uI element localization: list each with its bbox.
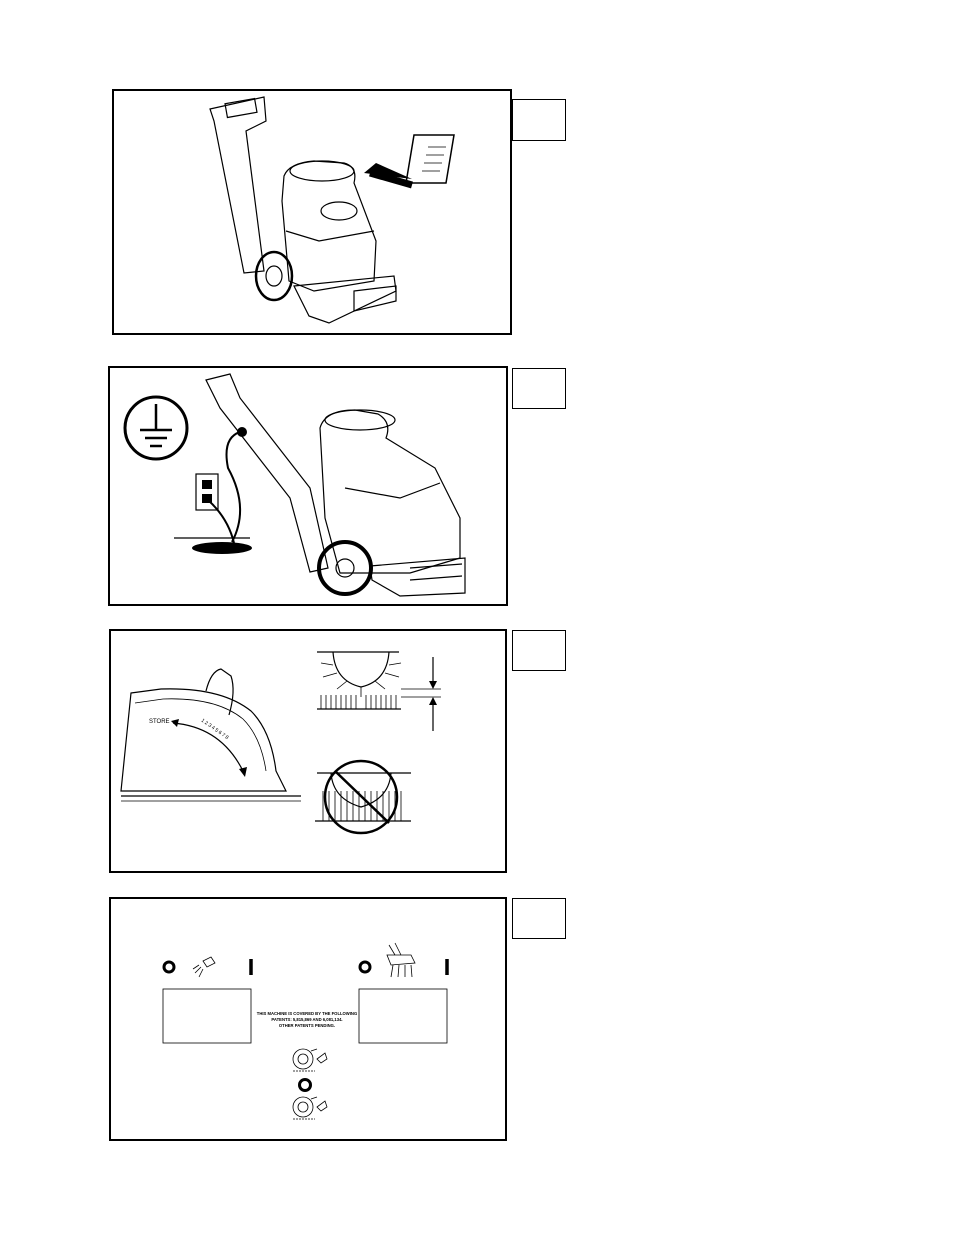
figure-1-panel	[112, 89, 512, 335]
dial-icon-lower	[292, 1096, 328, 1120]
figure-4-number-box	[512, 898, 566, 939]
control-panel-illustration: THIS MACHINE IS COVERED BY THE FOLLOWING…	[162, 942, 449, 1120]
pump-switch-plate	[162, 988, 252, 1044]
patent-text-line-3: OTHER PATENTS PENDING.	[279, 1023, 335, 1028]
carpet-extractor-illustration	[209, 96, 455, 324]
off-circle-icon	[358, 960, 372, 974]
brush-height-adjustment-illustration: STORE 1 2 3 4 5 6 7 8	[120, 651, 441, 835]
brush-switch-plate	[358, 988, 448, 1044]
figure-3-number-box	[512, 630, 566, 671]
brush-switch	[358, 942, 449, 1044]
figure-2-panel	[108, 366, 508, 606]
pump-switch	[162, 956, 253, 1044]
figure-4-panel: THIS MACHINE IS COVERED BY THE FOLLOWING…	[109, 897, 507, 1141]
ground-symbol-icon	[123, 395, 189, 461]
brush-icon	[386, 942, 416, 978]
prohibited-circle-icon	[323, 759, 399, 835]
patent-text-line-2: PATENTS: 5,815,869 AND 6,081,134.	[271, 1017, 342, 1022]
dial-icon-upper	[292, 1048, 328, 1072]
figure-1-number-box	[512, 99, 566, 141]
spray-icon	[192, 956, 216, 978]
figure-2-number-box	[512, 368, 566, 409]
store-label: STORE	[149, 719, 170, 725]
correct-brush-height-diagram	[317, 651, 441, 731]
patent-text-line-1: THIS MACHINE IS COVERED BY THE FOLLOWING	[257, 1011, 357, 1016]
grounded-power-connection-illustration	[123, 373, 466, 597]
off-circle-icon	[162, 960, 176, 974]
manual-document-icon	[405, 134, 455, 184]
incorrect-brush-height-diagram	[315, 759, 411, 835]
wall-outlet-icon	[195, 473, 219, 511]
off-circle-icon	[298, 1078, 312, 1092]
figure-3-panel: STORE 1 2 3 4 5 6 7 8	[109, 629, 507, 873]
